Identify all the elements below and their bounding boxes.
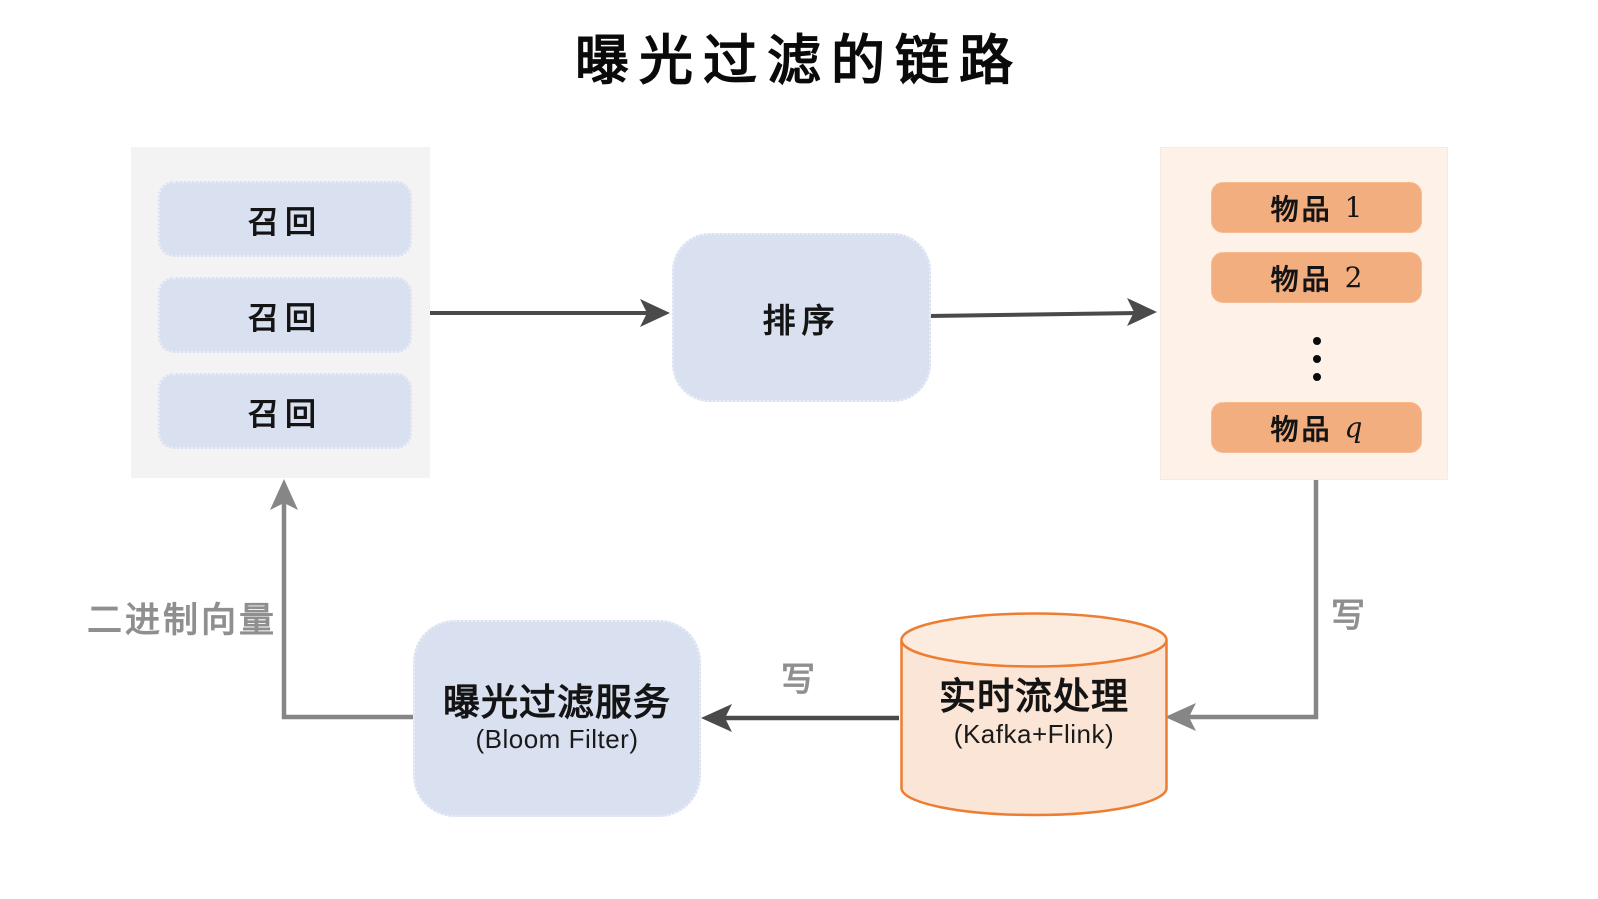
item-node-1: 物品 1 <box>1211 182 1422 233</box>
connector-filter-to-recall <box>270 479 413 720</box>
filter-service-title: 曝光过滤服务 <box>443 681 671 723</box>
page-title: 曝光过滤的链路 <box>575 28 1023 92</box>
item-index: q <box>1344 411 1363 444</box>
ellipsis-dot <box>1312 355 1321 363</box>
recall-node-3: 召回 <box>158 373 412 449</box>
items-panel: 物品 1 物品 2 物品 q <box>1160 147 1448 480</box>
recall-node-2: 召回 <box>158 277 412 353</box>
stream-processor-subtitle: (Kafka+Flink) <box>953 718 1115 749</box>
binary-vector-label: 二进制向量 <box>86 601 277 640</box>
ranking-node-label: 排序 <box>762 301 841 339</box>
filter-service-node: 曝光过滤服务 (Bloom Filter) <box>413 620 701 817</box>
cylinder-top <box>900 612 1168 668</box>
item-label: 物品 <box>1270 193 1333 225</box>
arrow-recall-to-ranking <box>430 299 670 327</box>
recall-node-label: 召回 <box>248 300 322 336</box>
item-node-q: 物品 q <box>1211 402 1422 453</box>
recall-panel: 召回 召回 召回 <box>131 147 430 478</box>
ranking-node: 排序 <box>672 233 931 402</box>
item-index: 1 <box>1344 191 1363 224</box>
recall-node-label: 召回 <box>248 396 322 432</box>
arrow-stream-to-filter <box>701 704 899 732</box>
vertical-ellipsis-icon <box>1312 337 1321 381</box>
write-label-stream-to-filter: 写 <box>781 661 815 699</box>
item-index: 2 <box>1344 261 1363 294</box>
item-label: 物品 <box>1270 263 1333 295</box>
recall-node-label: 召回 <box>248 204 322 240</box>
item-label: 物品 <box>1270 413 1333 445</box>
cylinder-body <box>900 640 1168 817</box>
write-label-items-to-stream: 写 <box>1331 597 1365 635</box>
ellipsis-dot <box>1312 337 1321 345</box>
ellipsis-dot <box>1312 373 1321 381</box>
stream-processor-node: 实时流处理 (Kafka+Flink) <box>899 676 1169 750</box>
recall-node-1: 召回 <box>158 181 412 257</box>
connector-items-to-stream <box>1165 479 1319 731</box>
item-node-2: 物品 2 <box>1211 252 1422 303</box>
stream-processor-title: 实时流处理 <box>939 676 1129 717</box>
stream-processor-cylinder <box>900 612 1168 817</box>
arrow-ranking-to-items <box>928 298 1157 326</box>
filter-service-subtitle: (Bloom Filter) <box>475 724 639 755</box>
